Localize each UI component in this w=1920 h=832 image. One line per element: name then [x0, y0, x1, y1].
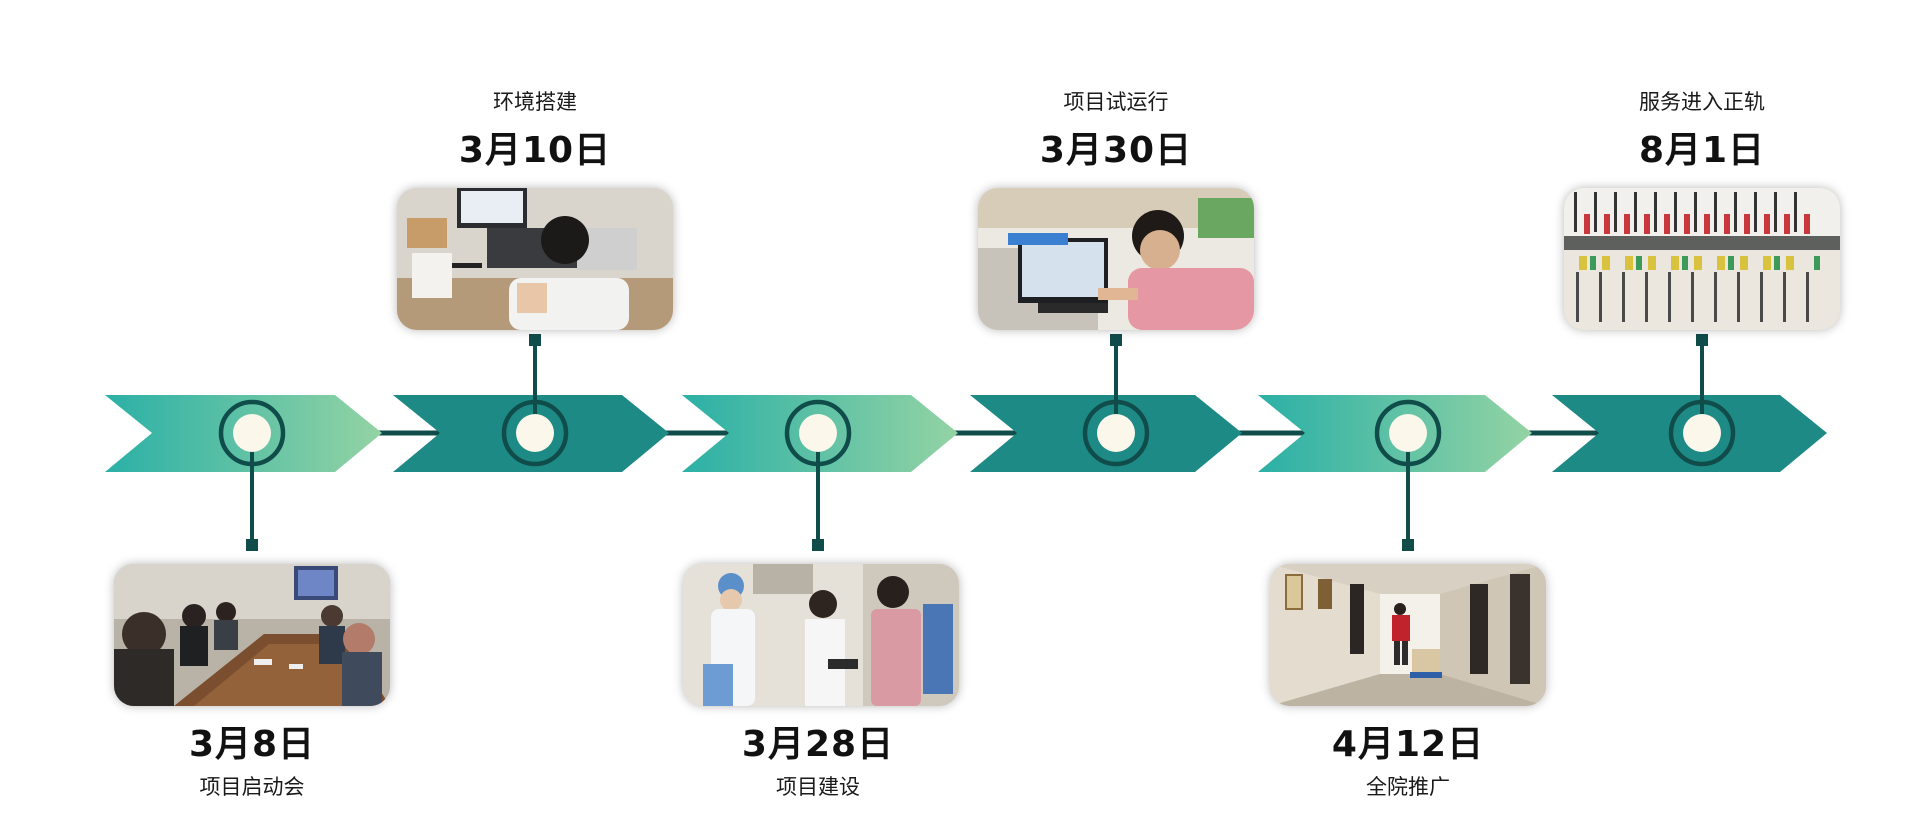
milestone-date: 3月8日 — [188, 724, 316, 765]
node-kickoff — [218, 399, 286, 467]
node-environment — [501, 399, 569, 467]
file-shelf-photo — [1564, 188, 1840, 330]
stem-cap-environment — [529, 334, 541, 346]
milestone-date: 3月10日 — [458, 130, 612, 171]
milestone-construction: 3月28日 项目建设 — [678, 727, 958, 798]
milestone-label: 服务进入正轨 — [1639, 90, 1765, 114]
stem-cap-trial — [1110, 334, 1122, 346]
office-work-photo — [397, 188, 673, 330]
meeting-photo — [114, 564, 390, 706]
stem-cap-kickoff — [246, 539, 258, 551]
milestone-date: 4月12日 — [1331, 724, 1485, 765]
milestone-trial: 项目试运行 3月30日 — [976, 92, 1256, 169]
stem-cap-service — [1696, 334, 1708, 346]
computer-desk-photo — [978, 188, 1254, 330]
milestone-service: 服务进入正轨 8月1日 — [1562, 92, 1842, 169]
milestone-date: 8月1日 — [1638, 130, 1766, 171]
hospital-corridor-photo — [1270, 564, 1546, 706]
node-construction — [784, 399, 852, 467]
stem-cap-rollout — [1402, 539, 1414, 551]
milestone-label: 环境搭建 — [493, 90, 577, 114]
milestone-label: 项目建设 — [776, 775, 860, 799]
milestone-rollout: 4月12日 全院推广 — [1268, 727, 1548, 798]
milestone-label: 项目试运行 — [1063, 90, 1169, 114]
medical-staff-photo — [683, 564, 959, 706]
node-rollout — [1374, 399, 1442, 467]
milestone-label: 项目启动会 — [199, 775, 305, 799]
milestone-date: 3月28日 — [741, 724, 895, 765]
milestone-date: 3月30日 — [1039, 130, 1193, 171]
node-trial — [1082, 399, 1150, 467]
milestone-label: 全院推广 — [1366, 775, 1450, 799]
milestone-environment: 环境搭建 3月10日 — [395, 92, 675, 169]
node-service — [1668, 399, 1736, 467]
stem-cap-construction — [812, 539, 824, 551]
milestone-kickoff: 3月8日 项目启动会 — [112, 727, 392, 798]
